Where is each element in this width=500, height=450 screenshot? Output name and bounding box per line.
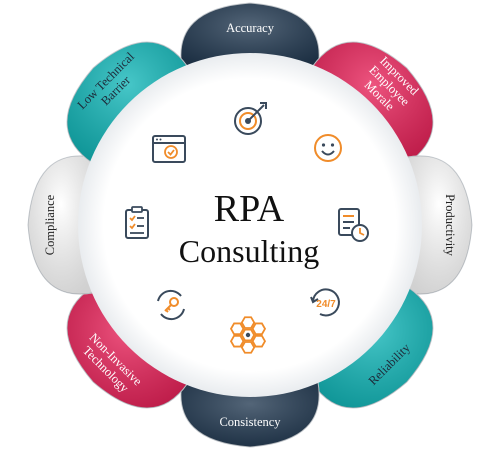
- petal-compliance-shading: [28, 155, 95, 295]
- 24-7-icon: 24/7: [310, 288, 340, 317]
- petal-ring: AccuracyImprovedEmployeeMoraleProductivi…: [27, 2, 473, 448]
- hexagon-cell: [240, 328, 256, 342]
- petal-consistency-shading: [180, 380, 320, 447]
- petal-reliability: Reliability: [311, 286, 434, 409]
- petal-improved-employee-morale: ImprovedEmployeeMorale: [311, 41, 434, 164]
- petal-low-technical-barrier-shading: [66, 41, 188, 163]
- petal-compliance-label-line: Compliance: [43, 194, 57, 255]
- hexagon-core: [245, 332, 251, 338]
- petal-improved-employee-morale-shading: [312, 41, 434, 163]
- key-cycle-icon: [157, 289, 185, 321]
- hexagon-cell: [251, 322, 267, 336]
- petal-reliability-shading: [312, 287, 434, 409]
- petal-productivity-shading: [405, 155, 472, 295]
- hexagon-cell: [229, 322, 245, 336]
- center-title-rpa: RPA: [214, 188, 285, 230]
- clipboard-checklist-icon: [125, 206, 149, 239]
- petal-non-invasive-technology-shading: [66, 287, 188, 409]
- hours-text: 24/7: [316, 299, 336, 310]
- browser-check-icon: [152, 135, 186, 163]
- petal-consistency-label: Consistency: [219, 415, 281, 429]
- petal-productivity-label-line: Productivity: [443, 194, 457, 257]
- petal-accuracy-shading: [180, 3, 320, 70]
- hexagon-network-icon: [229, 316, 267, 354]
- petal-consistency: Consistency: [180, 380, 320, 448]
- center-title-consulting: Consulting: [179, 233, 319, 269]
- target-icon: [234, 102, 267, 135]
- petal-low-technical-barrier: Low TechnicalBarrier: [66, 41, 189, 164]
- petal-compliance: Compliance: [27, 155, 95, 295]
- petal-consistency-label-line: Consistency: [219, 415, 281, 429]
- petal-productivity: Productivity: [405, 155, 473, 295]
- document-clock-icon: [338, 208, 369, 242]
- petal-productivity-label: Productivity: [443, 194, 457, 257]
- hexagon-cell: [229, 334, 245, 348]
- petal-compliance-label: Compliance: [43, 194, 57, 255]
- hexagon-cell: [240, 316, 256, 329]
- smiley-icon: [314, 134, 342, 162]
- hexagon-cell: [240, 341, 256, 354]
- petal-accuracy-label: Accuracy: [226, 21, 275, 35]
- petal-accuracy: Accuracy: [180, 2, 320, 70]
- petal-accuracy-label-line: Accuracy: [226, 21, 275, 35]
- icon-ring: 24/7: [125, 102, 369, 354]
- hexagon-cell: [251, 334, 267, 348]
